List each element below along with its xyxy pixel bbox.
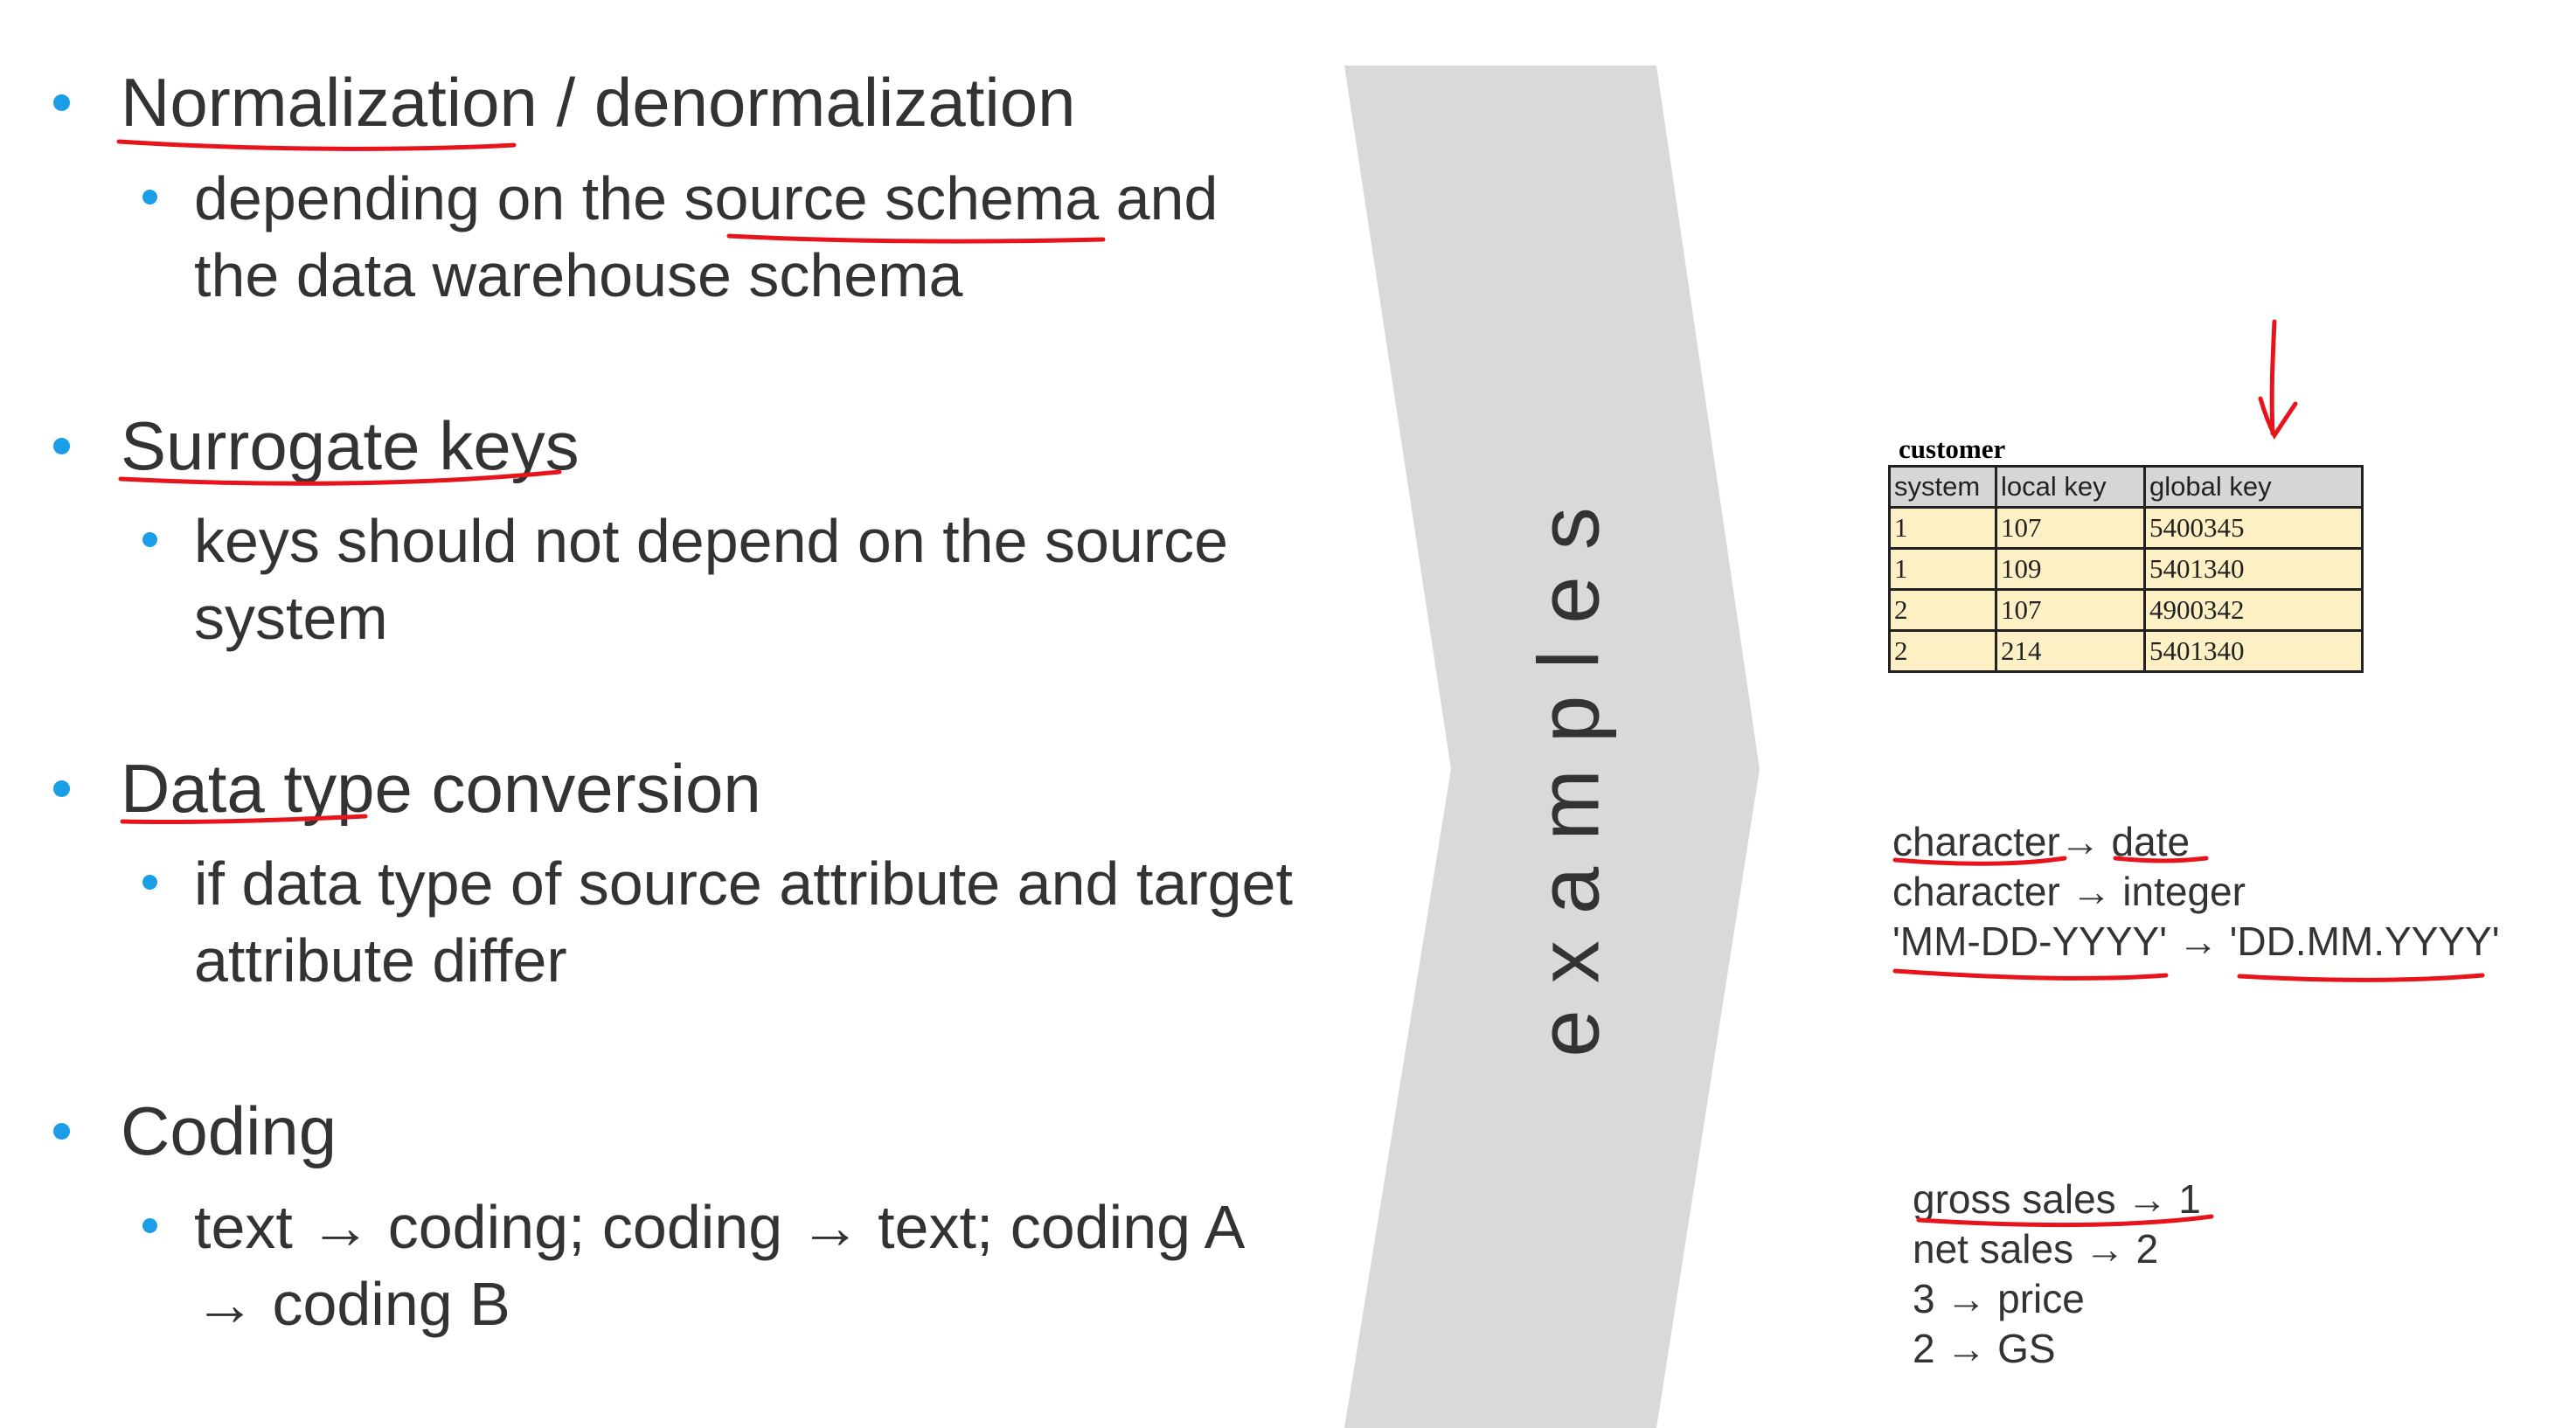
conversion-example: character → integer: [1892, 869, 2246, 914]
table-title: customer: [1899, 433, 2006, 464]
examples-label: examples: [1520, 481, 1617, 1057]
coding-example: 2 → GS: [1913, 1326, 2056, 1371]
heading-normalization: Normalization / denormalization: [121, 64, 1076, 141]
sub-text-surrogate-2: system: [194, 584, 388, 652]
table-row: 1 107 5400345: [1888, 506, 2364, 550]
table-cell: 5401340: [2143, 547, 2364, 591]
table-cell: 214: [1995, 629, 2146, 673]
conversion-example: character→ date: [1892, 819, 2191, 864]
sub-bullet-icon: [142, 1218, 157, 1233]
table-cell: 5401340: [2143, 629, 2364, 673]
customer-table: system local key global key 1 107 540034…: [1888, 465, 2364, 673]
sub-text-normalization-2: the data warehouse schema: [194, 241, 963, 309]
heading-data-type-conversion: Data type conversion: [121, 750, 761, 827]
table-cell: 2: [1888, 588, 1997, 632]
sub-text-conversion-1: if data type of source attribute and tar…: [194, 849, 1293, 918]
table-cell: 2: [1888, 629, 1997, 673]
sub-text-coding-2: → coding B: [194, 1270, 510, 1338]
table-cell: 1: [1888, 547, 1997, 591]
sub-text-conversion-2: attribute differ: [194, 926, 567, 995]
table-cell: 1: [1888, 506, 1997, 550]
heading-coding: Coding: [121, 1092, 337, 1169]
table-cell: 4900342: [2143, 588, 2364, 632]
bullet-icon: [53, 780, 70, 797]
sub-text-surrogate-1: keys should not depend on the source: [194, 507, 1229, 575]
table-row: 2 214 5401340: [1888, 629, 2364, 673]
table-cell: 109: [1995, 547, 2146, 591]
coding-example: 3 → price: [1913, 1276, 2085, 1321]
sub-bullet-icon: [142, 532, 157, 547]
sub-text-normalization-1: depending on the source schema and: [194, 164, 1219, 232]
table-cell: 5400345: [2143, 506, 2364, 550]
table-row: 2 107 4900342: [1888, 588, 2364, 632]
table-cell: 107: [1995, 506, 2146, 550]
bullet-icon: [53, 438, 70, 454]
sub-bullet-icon: [142, 190, 157, 204]
conversion-example: 'MM-DD-YYYY' → 'DD.MM.YYYY': [1892, 918, 2500, 964]
column-header: global key: [2143, 465, 2364, 509]
table-cell: 107: [1995, 588, 2146, 632]
column-header: local key: [1995, 465, 2146, 509]
column-header: system: [1888, 465, 1997, 509]
bullet-icon: [53, 1123, 70, 1140]
heading-surrogate-keys: Surrogate keys: [121, 407, 580, 484]
sub-bullet-icon: [142, 875, 157, 890]
bullet-icon: [53, 94, 70, 111]
sub-text-coding-1: text → coding; coding → text; coding A: [194, 1193, 1246, 1261]
table-header-row: system local key global key: [1888, 465, 2364, 509]
coding-example: net sales → 2: [1913, 1226, 2159, 1272]
table-row: 1 109 5401340: [1888, 547, 2364, 591]
coding-example: gross sales → 1: [1913, 1176, 2201, 1222]
